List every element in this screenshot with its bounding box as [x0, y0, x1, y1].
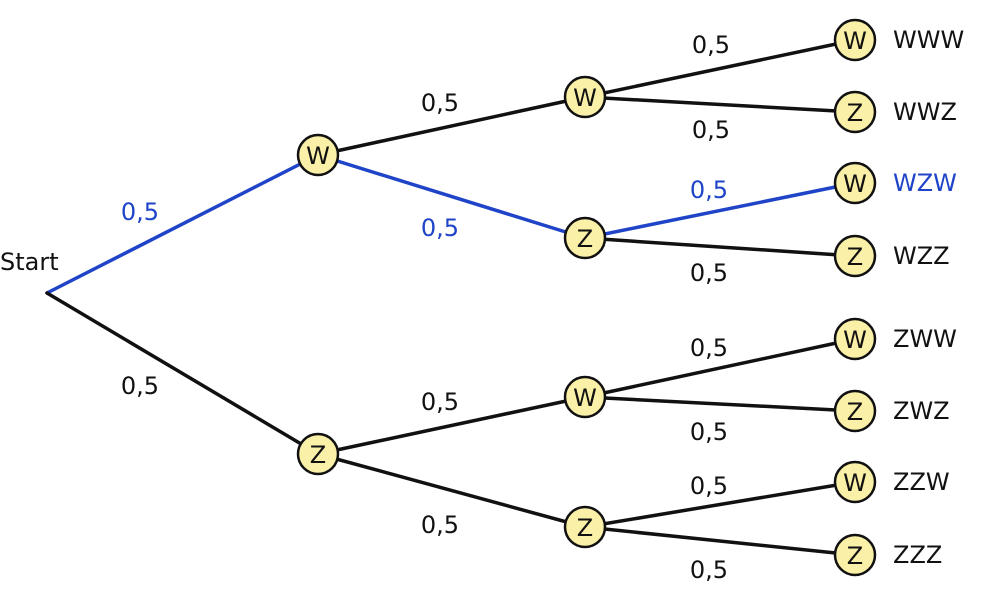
edge-probability-zz-zzw: 0,5: [690, 472, 728, 500]
edge-wz-wzz: [583, 236, 857, 258]
edge-w-wz: [316, 153, 587, 240]
node-label-zww: W: [843, 326, 867, 354]
edge-zw-zww: [583, 337, 857, 399]
node-zwz: Z: [833, 389, 877, 433]
node-circle-z: [296, 432, 340, 476]
node-circle-ww: [563, 75, 607, 119]
edge-probability-start-z: 0,5: [121, 372, 159, 400]
edge-probability-z-zz: 0,5: [421, 511, 459, 539]
node-label-wz: Z: [577, 225, 593, 253]
node-z: Z: [296, 432, 340, 476]
node-zzz: Z: [833, 533, 877, 577]
node-label-zz: Z: [577, 514, 593, 542]
node-zww: W: [833, 317, 877, 361]
node-zz: Z: [563, 505, 607, 549]
node-wz: Z: [563, 216, 607, 260]
edge-probability-zw-zwz: 0,5: [690, 418, 728, 446]
edge-z-zw: [316, 395, 587, 456]
node-wwz: Z: [833, 90, 877, 134]
node-circle-zwz: [833, 389, 877, 433]
node-ww: W: [563, 75, 607, 119]
edge-w-ww: [316, 95, 587, 157]
node-label-wzw: W: [843, 170, 867, 198]
outcome-label-wzz: WZZ: [893, 242, 950, 270]
node-circle-wwz: [833, 90, 877, 134]
node-label-w: W: [306, 142, 330, 170]
node-circle-zzw: [833, 460, 877, 504]
edge-start-w: [45, 153, 320, 295]
outcomes-layer: WWW WWZ WZW WZZ ZWW ZWZ ZZW ZZZ: [893, 26, 964, 569]
node-label-zwz: Z: [847, 398, 863, 426]
outcome-label-zww: ZWW: [893, 325, 957, 353]
node-wzw: W: [833, 161, 877, 205]
node-label-ww: W: [573, 84, 597, 112]
node-circle-zww: [833, 317, 877, 361]
edge-probability-z-zw: 0,5: [421, 388, 459, 416]
node-label-zw: W: [573, 384, 597, 412]
edge-probability-ww-wwz: 0,5: [692, 116, 730, 144]
node-w: W: [296, 133, 340, 177]
edge-labels-layer: 0,5 0,5 0,5 0,5 0,5 0,5 0,5 0,5 0,5 0,5 0,5 0,5 0,5 0…: [121, 31, 730, 584]
node-label-zzz: Z: [847, 542, 863, 570]
node-circle-zzz: [833, 533, 877, 577]
edge-probability-ww-www: 0,5: [692, 31, 730, 59]
edge-probability-w-wz: 0,5: [421, 214, 459, 242]
edge-zz-zzw: [583, 480, 857, 529]
node-label-wwz: Z: [847, 99, 863, 127]
outcome-label-wwz: WWZ: [893, 98, 957, 126]
outcome-label-wzw: WZW: [893, 169, 957, 197]
edge-probability-start-w: 0,5: [121, 198, 159, 226]
node-wzz: Z: [833, 234, 877, 278]
edge-probability-w-ww: 0,5: [421, 89, 459, 117]
edge-ww-www: [583, 38, 857, 99]
edge-probability-zz-zzz: 0,5: [690, 556, 728, 584]
outcome-label-zzw: ZZW: [893, 468, 950, 496]
node-circle-wzz: [833, 234, 877, 278]
edge-probability-zw-zww: 0,5: [690, 334, 728, 362]
edge-zw-zwz: [583, 395, 857, 413]
node-label-www: W: [843, 27, 867, 55]
outcome-label-zwz: ZWZ: [893, 397, 950, 425]
edge-zz-zzz: [583, 525, 857, 557]
node-circle-wz: [563, 216, 607, 260]
node-www: W: [833, 18, 877, 62]
node-circle-www: [833, 18, 877, 62]
outcome-label-www: WWW: [893, 26, 964, 54]
node-zw: W: [563, 375, 607, 419]
edge-probability-wz-wzz: 0,5: [690, 259, 728, 287]
node-circle-wzw: [833, 161, 877, 205]
edge-probability-wz-wzw: 0,5: [690, 176, 728, 204]
node-label-wzz: Z: [847, 243, 863, 271]
node-label-zzw: W: [843, 469, 867, 497]
edge-start-z: [45, 291, 320, 456]
outcome-label-zzz: ZZZ: [893, 541, 942, 569]
node-label-z: Z: [310, 441, 326, 469]
edge-z-zz: [316, 452, 587, 529]
start-label: Start: [0, 248, 59, 276]
node-circle-zz: [563, 505, 607, 549]
node-circle-w: [296, 133, 340, 177]
node-circle-zw: [563, 375, 607, 419]
edge-ww-wwz: [583, 95, 857, 114]
edge-wz-wzw: [583, 181, 857, 240]
edges-layer: [45, 38, 857, 557]
node-zzw: W: [833, 460, 877, 504]
nodes-layer: W Z W Z W Z W Z W Z W Z W Z: [296, 18, 877, 577]
